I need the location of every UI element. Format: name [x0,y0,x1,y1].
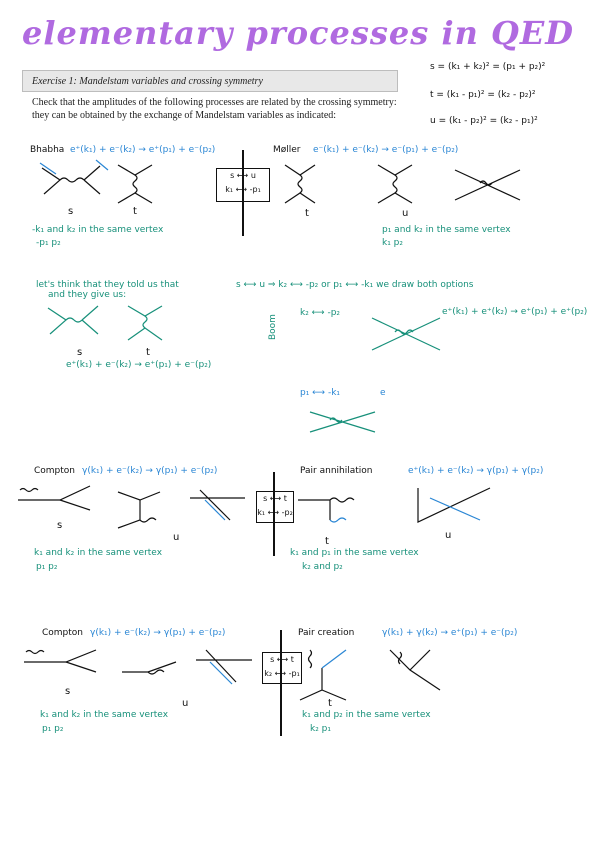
moller-note-1: p₁ and k₂ in the same vertex [382,225,511,235]
section2-e: e [380,388,386,398]
mandelstam-s: s = (k₁ + k₂)² = (p₁ + p₂)² [430,62,546,72]
compton1-u-label: u [173,532,180,543]
compton2-note-1: k₁ and k₂ in the same vertex [40,710,169,720]
section2-s-label: s [77,347,83,358]
divider-row-1 [242,150,244,236]
divider-row-3 [273,472,275,556]
pair-creation-label: Pair creation [298,628,355,638]
exercise-text-line-2: they can be obtained by the exchange of … [32,110,337,121]
section2-text-1: let's think that they told us that [36,280,179,290]
moller-reaction: e⁻(k₁) + e⁻(k₂) → e⁻(p₁) + e⁻(p₂) [313,145,459,155]
exercise-text-line-1: Check that the amplitudes of the followi… [32,97,397,108]
bhabha-t-label: t [133,206,137,217]
bhabha-reaction: e⁺(k₁) + e⁻(k₂) → e⁺(p₁) + e⁻(p₂) [70,145,216,155]
mandelstam-t: t = (k₁ - p₁)² = (k₂ - p₂)² [430,90,536,100]
pair-annihilation-t-label: t [325,536,329,547]
moller-u-diagram [377,164,521,204]
crossing-box-st-1-line-1: s ⟷ t [263,494,287,503]
exercise-heading-box [22,70,398,92]
pair-creation-note-2: k₂ p₁ [310,724,332,734]
pair-creation-note-1: k₁ and p₂ in the same vertex [302,710,431,720]
moller-note-2: k₁ p₂ [382,238,404,248]
divider-row-4 [280,630,282,736]
moller-t-label: t [305,208,309,219]
section2-t-label: t [146,347,150,358]
section2-k2p2: k₂ ⟷ -p₂ [300,308,341,318]
compton2-reaction: γ(k₁) + e⁻(k₂) → γ(p₁) + e⁻(p₂) [90,628,226,638]
bhabha-s-diagram [39,159,109,195]
compton2-label: Compton [42,628,84,638]
crossing-box-st-2: s ⟷ t k₂ ⟷ -p₁ [262,652,302,684]
crossing-box-st-1-line-2: k₁ ⟷ -p₂ [257,508,293,517]
pair-annihilation-diagrams [298,487,491,523]
moller-u-label: u [402,208,409,219]
pair-annihilation-note-1: k₁ and p₁ in the same vertex [290,548,419,558]
crossing-box-st-2-line-2: k₂ ⟷ -p₁ [264,669,300,678]
section2-reaction: e⁺(k₁) + e⁻(k₂) → e⁺(p₁) + e⁻(p₂) [66,360,212,370]
bhabha-t-diagram [117,164,153,204]
page-title: elementary processes in QED [22,14,575,52]
section2-diagrams [47,305,441,433]
compton1-s-label: s [57,520,63,531]
bhabha-s-label: s [68,206,74,217]
pair-creation-diagrams [299,649,441,701]
compton2-u-label: u [182,698,189,709]
pair-creation-t-label: t [328,698,332,709]
section2-mapping: s ⟷ u ⇒ k₂ ⟷ -p₂ or p₁ ⟷ -k₁ we draw bot… [236,280,474,290]
bhabha-note-1: -k₁ and k₂ in the same vertex [32,225,164,235]
pair-annihilation-u-label: u [445,530,452,541]
compton1-reaction: γ(k₁) + e⁻(k₂) → γ(p₁) + e⁻(p₂) [82,466,218,476]
exercise-heading: Exercise 1: Mandelstam variables and cro… [32,76,263,87]
bhabha-note-2: -p₁ p₂ [36,238,61,248]
crossing-box-st-1: s ⟷ t k₁ ⟷ -p₂ [256,491,294,523]
pair-annihilation-reaction: e⁺(k₁) + e⁻(k₂) → γ(p₁) + γ(p₂) [408,466,544,476]
compton2-s-label: s [65,686,71,697]
moller-label: Møller [273,145,301,155]
compton1-note-1: k₁ and k₂ in the same vertex [34,548,163,558]
pair-creation-reaction: γ(k₁) + γ(k₂) → e⁺(p₁) + e⁻(p₂) [382,628,518,638]
pair-annihilation-label: Pair annihilation [300,466,373,476]
bhabha-label: Bhabha [30,145,65,155]
moller-t-diagram [284,164,316,204]
crossing-box-st-2-line-1: s ⟷ t [270,655,294,664]
mandelstam-u: u = (k₁ - p₂)² = (k₂ - p₁)² [430,116,538,126]
compton2-diagrams [24,649,252,685]
pair-annihilation-note-2: k₂ and p₂ [302,562,343,572]
compton2-note-2: p₁ p₂ [42,724,64,734]
section2-text-2: and they give us: [48,290,127,300]
compton1-note-2: p₁ p₂ [36,562,58,572]
compton1-diagrams [18,485,245,529]
section2-reaction-2: e⁺(k₁) + e⁺(k₂) → e⁺(p₁) + e⁺(p₂) [442,307,588,317]
compton1-label: Compton [34,466,76,476]
section2-p1k1: p₁ ⟷ -k₁ [300,388,341,398]
